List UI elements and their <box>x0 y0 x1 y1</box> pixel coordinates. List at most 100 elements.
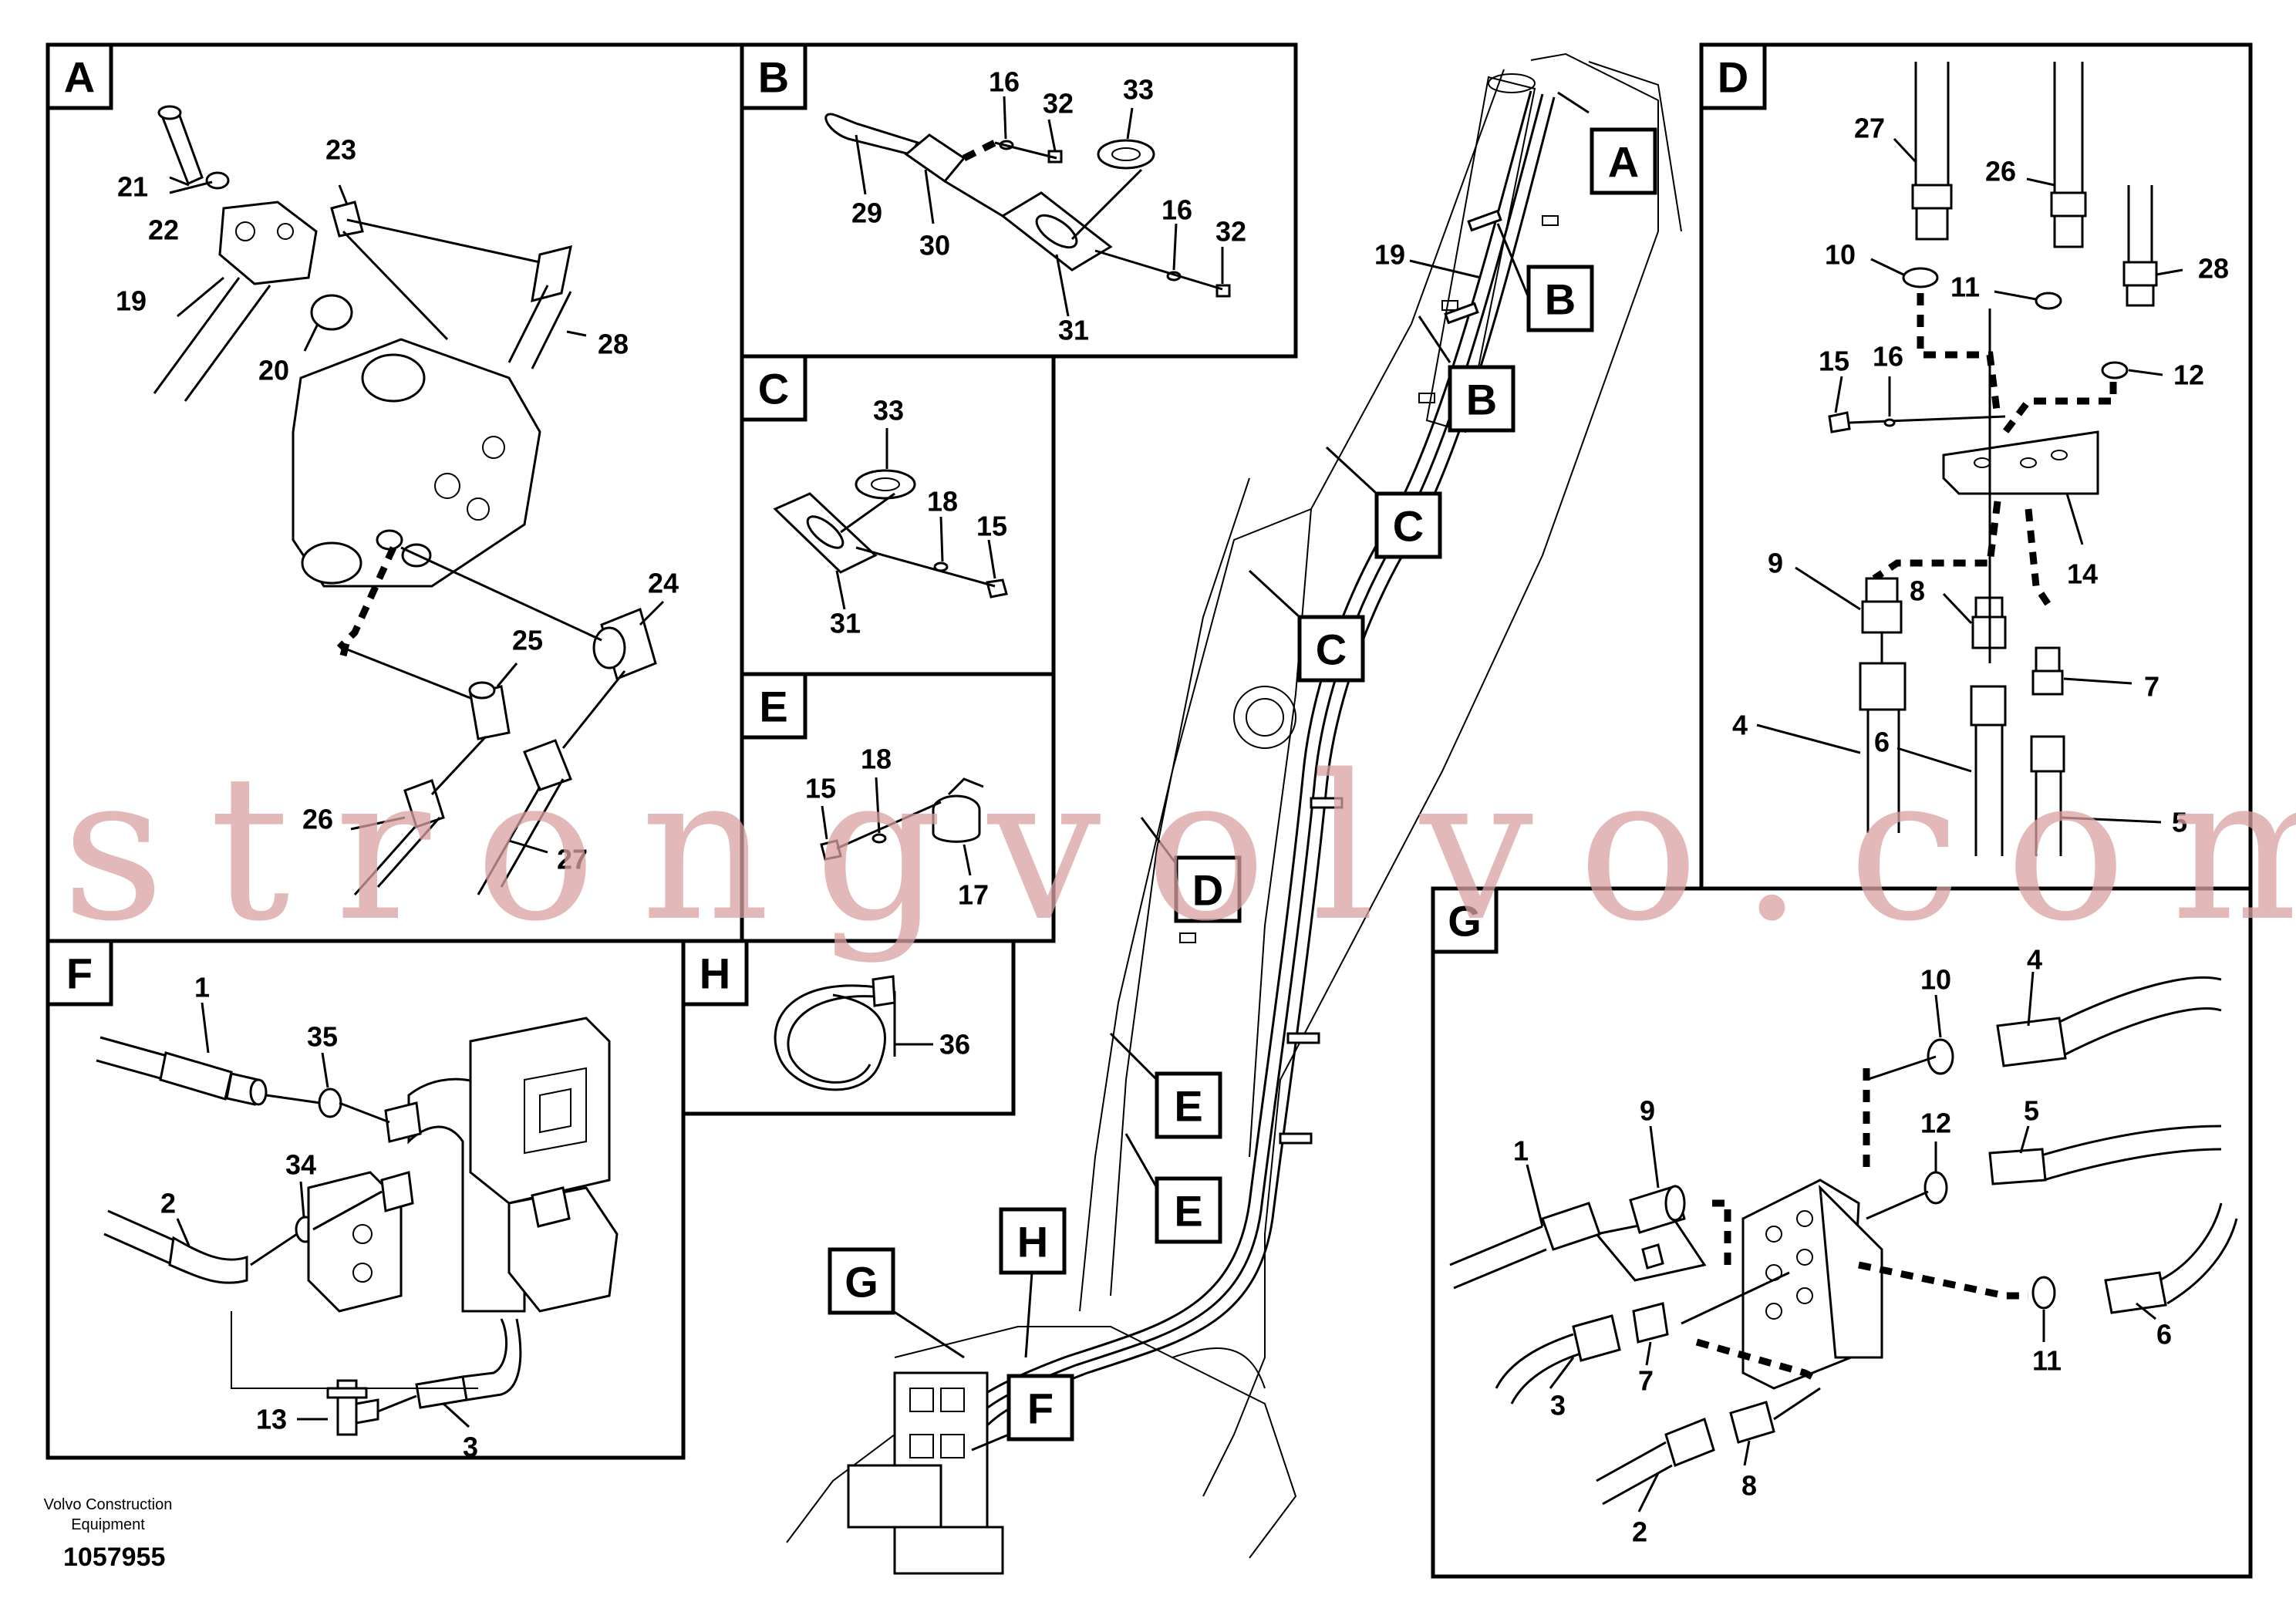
part-number-15-c: 15 <box>976 511 1007 542</box>
part-number-17: 17 <box>958 879 989 911</box>
part-number-31-b: 31 <box>1058 315 1089 346</box>
panel-b-tag: B <box>740 42 807 110</box>
callout-e-upper: E <box>1109 1032 1222 1139</box>
svg-text:B: B <box>758 53 789 102</box>
svg-text:G: G <box>1448 897 1482 946</box>
svg-text:H: H <box>700 949 730 998</box>
svg-text:C: C <box>758 365 789 413</box>
panel-e-tag: E <box>740 672 807 740</box>
part-number-4-d: 4 <box>1732 710 1748 741</box>
part-number-22: 22 <box>148 214 179 246</box>
svg-text:G: G <box>845 1258 878 1307</box>
part-number-24: 24 <box>648 568 679 599</box>
part-number-10-g: 10 <box>1920 964 1951 996</box>
part-number-6-d: 6 <box>1874 727 1890 758</box>
panel-a-diagram <box>153 105 665 895</box>
svg-text:D: D <box>1192 866 1223 915</box>
svg-text:C: C <box>1393 502 1424 551</box>
part-number-21: 21 <box>117 171 148 203</box>
part-number-16-b2: 16 <box>1161 194 1192 226</box>
part-number-9-d: 9 <box>1768 548 1783 579</box>
svg-text:A: A <box>64 53 95 102</box>
part-number-4-g: 4 <box>2027 944 2042 976</box>
panel-f-frame <box>46 939 686 1460</box>
callout-f: F <box>971 1374 1074 1452</box>
svg-text:B: B <box>1545 275 1576 324</box>
callout-c-lower: C <box>1248 569 1365 683</box>
callout-b-lower: B <box>1418 315 1515 433</box>
part-number-3-f: 3 <box>463 1431 478 1463</box>
part-number-3-g: 3 <box>1550 1390 1566 1421</box>
part-number-36: 36 <box>939 1029 970 1061</box>
footer-company-line2: Equipment <box>71 1516 145 1533</box>
part-number-15-d: 15 <box>1819 346 1849 377</box>
part-number-1-g: 1 <box>1513 1135 1529 1167</box>
callout-h: H <box>999 1207 1067 1358</box>
part-number-8-d: 8 <box>1910 575 1925 607</box>
part-number-30: 30 <box>919 230 950 261</box>
part-number-10-d: 10 <box>1825 239 1856 271</box>
svg-text:C: C <box>1316 626 1347 674</box>
part-number-15-e: 15 <box>805 773 836 804</box>
part-number-5-d: 5 <box>2172 807 2187 838</box>
callout-e-lower: E <box>1124 1133 1222 1244</box>
part-number-14: 14 <box>2067 558 2098 590</box>
svg-text:E: E <box>1174 1082 1202 1131</box>
part-number-19-main: 19 <box>1374 239 1405 271</box>
svg-text:E: E <box>759 683 787 731</box>
panel-h-frame <box>681 939 1016 1116</box>
footer-company-line1: Volvo Construction <box>43 1496 173 1513</box>
svg-text:F: F <box>1027 1384 1054 1433</box>
svg-text:F: F <box>66 949 93 998</box>
callout-b-upper: B <box>1496 223 1594 332</box>
watermark: strongvolvo.com <box>62 733 2296 966</box>
panel-g-frame <box>1431 886 2253 1579</box>
callout-c-upper: C <box>1325 446 1442 559</box>
part-number-18-c: 18 <box>927 486 958 518</box>
panel-f-diagram <box>96 1002 619 1436</box>
svg-text:E: E <box>1174 1187 1202 1236</box>
part-number-7-g: 7 <box>1638 1365 1654 1397</box>
footer-document-number: 1057955 <box>63 1543 166 1572</box>
part-number-28: 28 <box>598 329 629 360</box>
callout-g: G <box>828 1247 965 1359</box>
panel-c-diagram <box>773 428 1008 610</box>
part-number-8-g: 8 <box>1741 1470 1757 1502</box>
part-number-1-f: 1 <box>194 972 210 1003</box>
part-number-29: 29 <box>851 197 882 229</box>
panel-e-diagram <box>820 777 984 876</box>
part-number-33-b: 33 <box>1123 74 1154 106</box>
part-number-33-c: 33 <box>873 395 904 427</box>
part-number-32-b2: 32 <box>1215 216 1246 248</box>
part-number-12-d: 12 <box>2173 359 2204 391</box>
part-number-31-c: 31 <box>830 608 861 639</box>
part-number-32-b1: 32 <box>1043 88 1074 120</box>
part-number-11-d: 11 <box>1950 271 1980 303</box>
callout-a: A <box>1557 91 1657 195</box>
part-number-13: 13 <box>256 1404 287 1435</box>
part-number-25: 25 <box>512 625 543 656</box>
svg-text:B: B <box>1466 376 1497 424</box>
panel-f-tag: F <box>46 939 113 1007</box>
part-number-26: 26 <box>302 804 333 835</box>
part-number-9-g: 9 <box>1640 1095 1655 1127</box>
part-number-27-d: 27 <box>1854 113 1885 144</box>
callout-d: D <box>1140 817 1242 923</box>
part-number-35: 35 <box>307 1021 338 1053</box>
part-number-11-g: 11 <box>2032 1345 2062 1377</box>
panel-c-tag: C <box>740 354 807 422</box>
part-number-34: 34 <box>285 1149 316 1181</box>
panel-g-diagram <box>1449 971 2238 1512</box>
part-number-2-g: 2 <box>1632 1516 1647 1548</box>
part-number-7-d: 7 <box>2144 671 2159 703</box>
part-number-28-d: 28 <box>2198 253 2229 285</box>
part-number-19: 19 <box>116 285 147 317</box>
svg-text:H: H <box>1017 1218 1048 1266</box>
panel-g-tag: G <box>1431 886 1499 954</box>
part-number-2-f: 2 <box>160 1188 176 1219</box>
panel-d-tag: D <box>1699 42 1767 110</box>
panel-h-tag: H <box>681 939 749 1007</box>
part-number-5-g: 5 <box>2024 1095 2039 1127</box>
panel-b-diagram <box>824 96 1231 317</box>
